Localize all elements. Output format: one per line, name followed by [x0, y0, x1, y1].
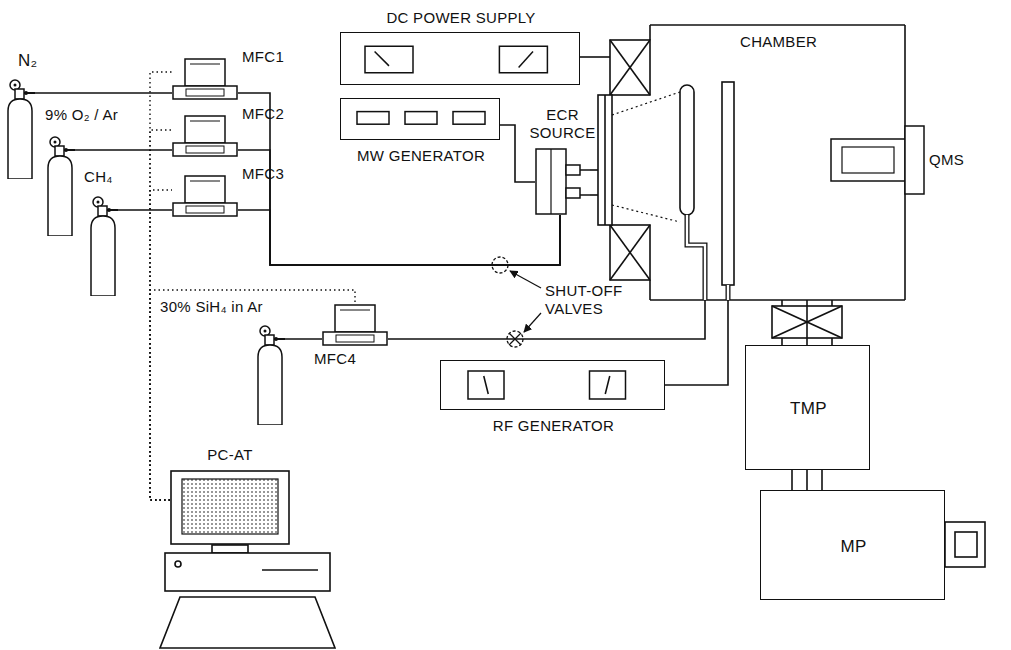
- pc-base-and-keyboard: [160, 545, 335, 648]
- node-label: MFC2: [242, 105, 284, 123]
- plasma-beam: [612, 92, 680, 222]
- connector-line: [665, 300, 728, 385]
- mass-flow-controller: MFC1: [172, 58, 238, 100]
- node-label: MFC3: [242, 165, 284, 183]
- mass-spectrometer: QMS: [830, 125, 925, 195]
- connector-line: [806, 470, 808, 490]
- node-label: PC-AT: [207, 446, 252, 464]
- mfc-symbol: [172, 115, 238, 157]
- vacuum-chamber: CHAMBERQMS: [600, 25, 905, 300]
- gas-label: 30% SiH₄ in Ar: [160, 298, 263, 316]
- node-label: CHAMBER: [740, 33, 817, 51]
- node-label: DC POWER SUPPLY: [386, 9, 535, 27]
- gas-label: CH₄: [84, 168, 113, 186]
- qms-symbol: [830, 125, 925, 195]
- mfc-symbol: [322, 304, 388, 346]
- gas-supply-lines: [35, 93, 322, 339]
- gas-cylinders: [8, 80, 285, 425]
- control-line: [150, 190, 172, 500]
- mass-flow-controller: MFC2: [172, 115, 238, 157]
- mfc-symbol: [172, 175, 238, 217]
- computer-monitor: PC-AT: [170, 470, 290, 545]
- mon-symbol: [170, 470, 290, 545]
- ecr-source: ECR SOURCE: [535, 148, 590, 215]
- node-label: QMS: [929, 151, 964, 169]
- node-label: RF GENERATOR: [493, 417, 614, 435]
- connector-line: [806, 300, 808, 345]
- gate-valve: [772, 300, 842, 345]
- control-line: [150, 290, 355, 500]
- connector-line: [238, 93, 560, 265]
- ecr-symbol: [535, 148, 590, 215]
- node-label: MP: [840, 536, 866, 557]
- mfc-symbol: [172, 58, 238, 100]
- node-label: MW GENERATOR: [357, 147, 485, 165]
- connector-line: [238, 210, 560, 265]
- rf-symbol: [441, 361, 666, 411]
- mass-flow-controller: MFC3: [172, 175, 238, 217]
- chamber-outline: [650, 25, 905, 300]
- node-label: ECR SOURCE: [528, 106, 598, 142]
- dc-symbol: [341, 33, 581, 86]
- mass-flow-controller: MFC4: [322, 304, 388, 346]
- mw-symbol: [341, 99, 501, 141]
- shut-off-valves: [492, 257, 523, 347]
- gas-dispersal-ring: [680, 85, 705, 300]
- gas-label: 9% O₂ / Ar: [45, 106, 118, 124]
- node-label: MFC1: [242, 48, 284, 66]
- pump-box: MP: [760, 490, 945, 600]
- gas-label: N₂: [18, 50, 37, 71]
- valve-leaders: [510, 271, 541, 332]
- pump-box: TMP: [745, 345, 870, 470]
- node-label: MFC4: [314, 350, 356, 368]
- rf-electrode: [722, 82, 734, 300]
- power-supply-box: DC POWER SUPPLY: [340, 32, 580, 85]
- gas-label: SHUT-OFF VALVES: [545, 282, 645, 318]
- ecr-window: [590, 95, 612, 225]
- generator-box: MW GENERATOR: [340, 98, 500, 140]
- connector-line: [238, 150, 560, 265]
- node-label: TMP: [790, 398, 827, 419]
- generator-box: RF GENERATOR: [440, 360, 665, 410]
- control-line: [150, 72, 172, 500]
- connector-line: [580, 56, 600, 58]
